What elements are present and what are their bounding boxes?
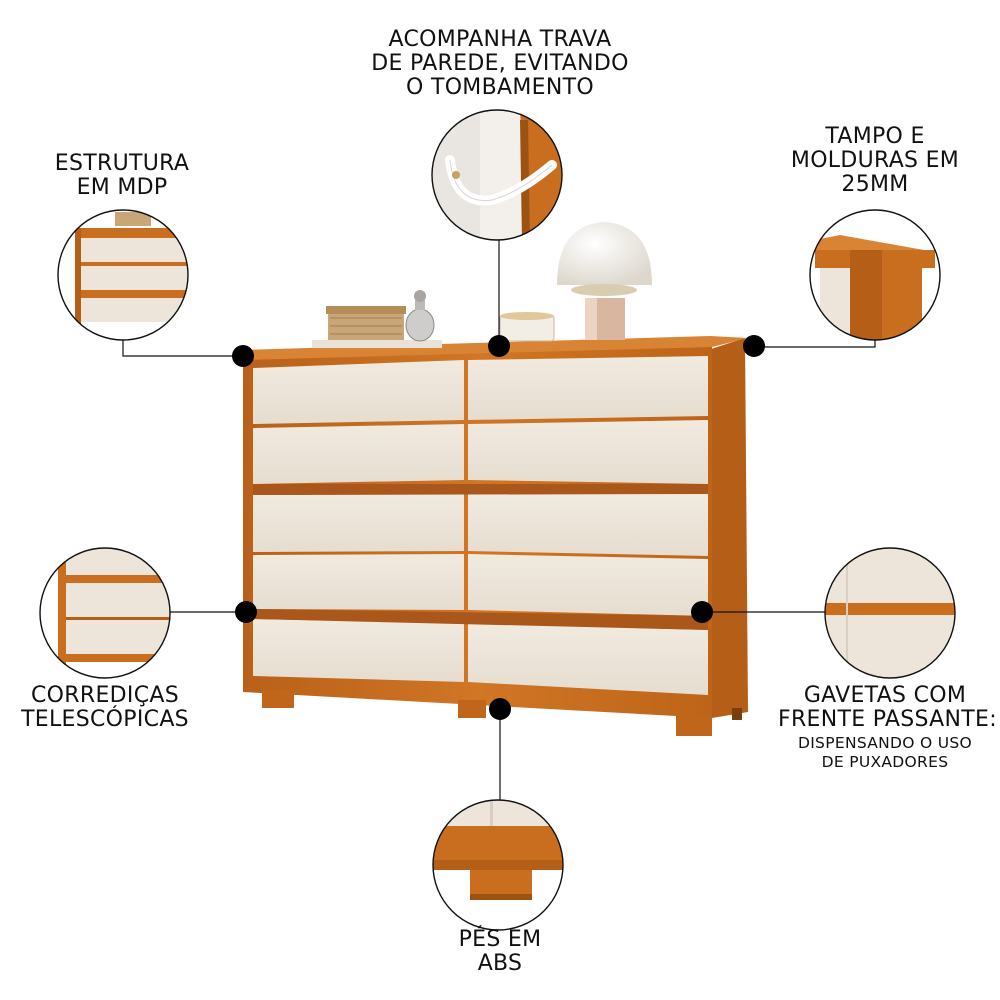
foot bbox=[458, 700, 486, 718]
label-gavetas-sub-2: DE PUXADORES bbox=[821, 753, 949, 772]
callout-dot bbox=[488, 335, 510, 357]
table-lamp-icon bbox=[557, 222, 652, 340]
label-gavetas-line-2: FRENTE PASSANTE: bbox=[778, 706, 997, 732]
callout-dot bbox=[691, 601, 713, 623]
dresser-feet bbox=[262, 690, 742, 736]
label-gavetas: GAVETAS COM FRENTE PASSANTE: DISPENSANDO… bbox=[778, 683, 997, 772]
drawer-separators bbox=[253, 484, 708, 630]
label-trava-line-1: ACOMPANHA TRAVA bbox=[388, 27, 612, 52]
label-pes-line-2: ABS bbox=[477, 950, 523, 976]
callout-dot bbox=[235, 601, 257, 623]
label-tampo-line-2: MOLDURAS EM bbox=[790, 147, 960, 173]
callout-dots bbox=[232, 335, 765, 720]
drawer-front bbox=[468, 554, 708, 616]
drawer-front bbox=[253, 619, 464, 682]
perfume-bottle-icon bbox=[405, 290, 435, 342]
label-gavetas-sub-1: DISPENSANDO O USO bbox=[797, 733, 973, 752]
foot bbox=[262, 690, 294, 708]
label-corredicas: CORREDIÇAS TELESCÓPICAS bbox=[10, 684, 200, 732]
label-pes: PÉS EM ABS bbox=[420, 928, 580, 976]
callout-dot bbox=[232, 345, 254, 367]
label-tampo: TAMPO E MOLDURAS EM 25MM bbox=[780, 125, 970, 196]
wicker-box-icon bbox=[312, 306, 442, 348]
label-estrutura: ESTRUTURA EM MDP bbox=[42, 152, 202, 200]
label-tampo-line-3: 25MM bbox=[841, 171, 909, 197]
detail-circle-estrutura bbox=[57, 209, 189, 341]
drawer-front bbox=[253, 494, 464, 552]
drawer-front bbox=[253, 554, 464, 610]
detail-circle-corredicas bbox=[39, 547, 171, 679]
drawer-fronts-left bbox=[253, 360, 464, 682]
label-trava-line-3: O TOMBAMENTO bbox=[406, 74, 594, 100]
label-pes-line-1: PÉS EM bbox=[458, 927, 542, 952]
drawer-front bbox=[253, 360, 464, 424]
label-gavetas-line-1: GAVETAS COM bbox=[803, 683, 967, 708]
drawer-front bbox=[468, 420, 708, 484]
drawer-front bbox=[468, 356, 708, 420]
drawer-front bbox=[468, 494, 708, 556]
drawer-fronts-right bbox=[468, 356, 708, 695]
label-corredicas-line-1: CORREDIÇAS bbox=[31, 683, 179, 708]
dresser-side-panel bbox=[708, 338, 748, 718]
candle-icon bbox=[499, 312, 555, 342]
decor bbox=[312, 222, 652, 348]
callout-dot bbox=[743, 335, 765, 357]
drawer-front bbox=[468, 623, 708, 695]
leader-lines bbox=[122, 240, 876, 800]
detail-circle-pes bbox=[432, 799, 564, 931]
label-tampo-line-1: TAMPO E bbox=[825, 124, 925, 149]
detail-circle-tampo bbox=[809, 209, 941, 341]
label-trava: ACOMPANHA TRAVA DE PAREDE, EVITANDO O TO… bbox=[350, 28, 650, 99]
label-corredicas-line-2: TELESCÓPICAS bbox=[21, 706, 189, 732]
label-trava-line-2: DE PAREDE, EVITANDO bbox=[371, 50, 629, 76]
callout-dot bbox=[489, 698, 511, 720]
label-estrutura-line-1: ESTRUTURA bbox=[54, 151, 190, 176]
foot bbox=[676, 716, 712, 736]
label-estrutura-line-2: EM MDP bbox=[76, 174, 168, 200]
dresser bbox=[240, 336, 748, 736]
detail-circle-trava bbox=[431, 109, 563, 241]
detail-circle-gavetas bbox=[824, 547, 956, 679]
drawer-front bbox=[253, 424, 464, 484]
